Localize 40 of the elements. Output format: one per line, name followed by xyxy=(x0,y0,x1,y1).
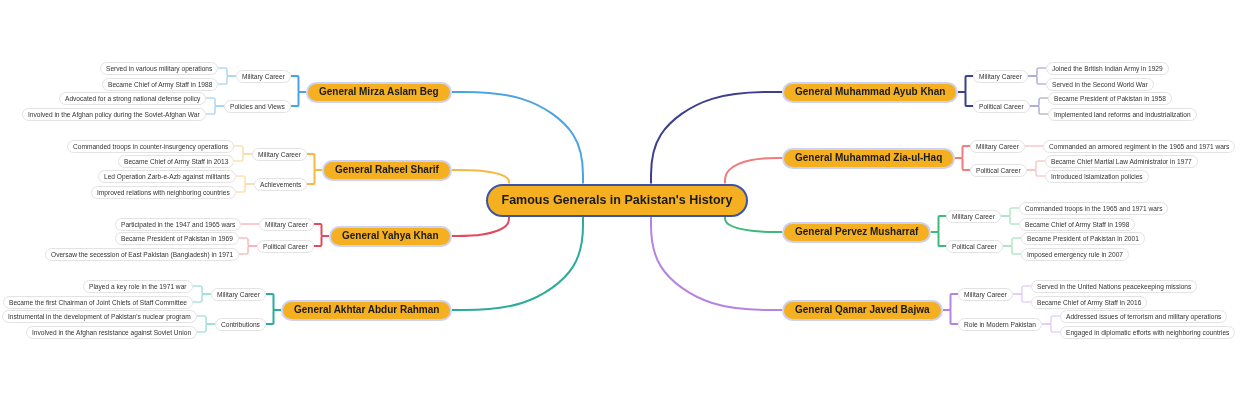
connector-line xyxy=(1029,105,1049,115)
branch-curve xyxy=(724,157,783,185)
main-topic: General Mirza Aslam Beg xyxy=(306,81,452,103)
connector-line xyxy=(233,153,253,162)
main-topic: General Muhammad Ayub Khan xyxy=(782,81,959,103)
main-topic: General Pervez Musharraf xyxy=(782,221,932,243)
connector-line xyxy=(1000,215,1020,225)
central-topic: Famous Generals in Pakistan's History xyxy=(485,183,749,217)
main-topic: General Qamar Javed Bajwa xyxy=(782,299,943,321)
connector-line xyxy=(192,293,212,303)
connector-line xyxy=(954,157,971,171)
connector-line xyxy=(265,309,282,325)
branch-curve xyxy=(451,215,584,311)
connector-line xyxy=(1041,323,1061,333)
main-topic: General Muhammad Zia-ul-Haq xyxy=(782,147,956,169)
connector-line xyxy=(1012,293,1032,303)
branch-curve xyxy=(650,215,783,311)
connector-line xyxy=(1027,75,1047,85)
connector-line xyxy=(930,231,947,247)
connector-line xyxy=(1024,145,1044,147)
connector-line xyxy=(306,169,323,185)
branch-curve xyxy=(451,169,510,185)
branch-curve xyxy=(451,91,584,185)
connector-line xyxy=(217,75,237,85)
branch-curve xyxy=(724,215,783,233)
main-topic: General Yahya Khan xyxy=(329,225,452,247)
main-topic: General Akhtar Abdur Rahman xyxy=(281,299,453,321)
branch-curve xyxy=(451,215,510,237)
connector-line xyxy=(196,323,216,333)
connector-line xyxy=(1002,245,1022,255)
connector-line xyxy=(238,245,258,255)
connector-line xyxy=(290,91,307,107)
branch-curve xyxy=(650,91,783,185)
connector-line xyxy=(942,309,959,325)
connector-line xyxy=(240,223,260,225)
main-topic: General Raheel Sharif xyxy=(322,159,452,181)
connector-line xyxy=(235,183,255,193)
connector-line xyxy=(957,91,974,107)
connector-line xyxy=(1026,169,1046,177)
connector-line xyxy=(205,105,225,115)
